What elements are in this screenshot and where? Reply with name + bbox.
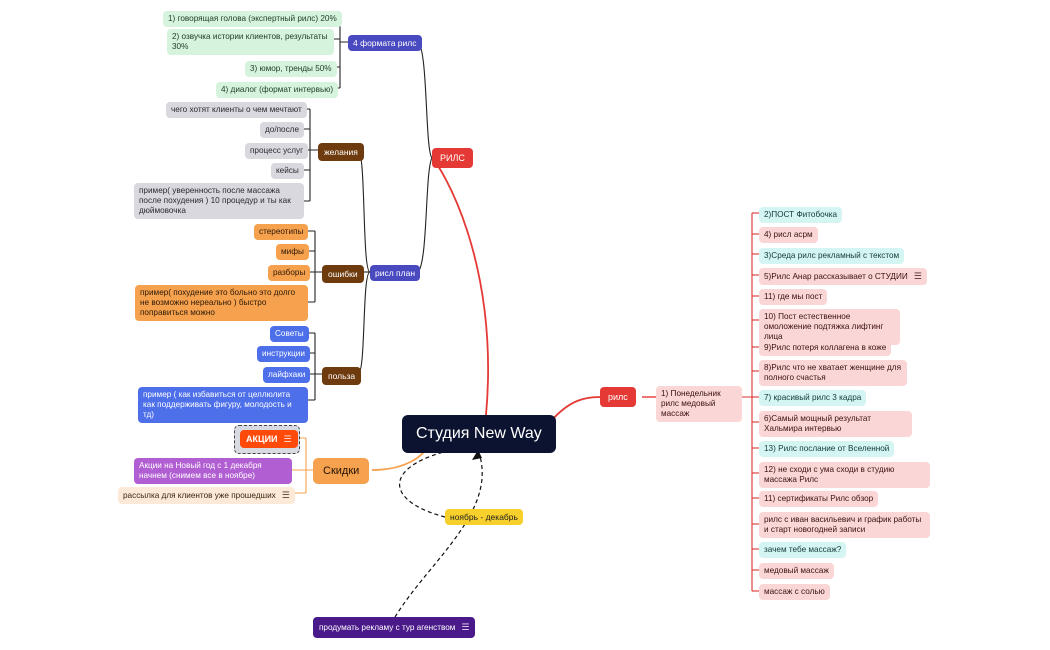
rils-item[interactable]: 2)ПОСТ Фитобочка [759,207,843,223]
rils-item[interactable]: 13) Рилс послание от Вселенной [759,441,895,457]
errors-topic[interactable]: ошибки [322,265,364,283]
rils-item[interactable]: 4) рисл асрм [759,227,818,243]
error-item[interactable]: разборы [268,265,311,281]
notes-icon[interactable]: ☰ [461,622,470,632]
newyear-item[interactable]: Акции на Новый год с 1 декабря начнем (с… [134,458,292,484]
error-example[interactable]: пример( похудение это больно это долго н… [135,285,308,321]
rils-item[interactable]: 6)Самый мощный результат Хальмира интерв… [759,411,912,437]
rils-item[interactable]: 5)Рилс Анар рассказывает о СТУДИИ ☰ [759,268,927,285]
november-topic[interactable]: ноябрь - декабрь [445,509,523,525]
benefit-item[interactable]: лайфхаки [263,367,311,383]
rils-item[interactable]: 10) Пост естественное омоложение подтяжк… [759,309,900,345]
formats-topic[interactable]: 4 формата рилс [348,35,422,51]
error-item[interactable]: стереотипы [254,224,309,240]
notes-icon[interactable]: ☰ [913,271,922,281]
rils-item[interactable]: зачем тебе массаж? [759,542,847,558]
benefit-topic[interactable]: польза [322,367,362,385]
mailing-item[interactable]: рассылка для клиентов уже прошедших ☰ [118,487,295,504]
rils-item-label: 5)Рилс Анар рассказывает о СТУДИИ [764,272,908,281]
rils-item[interactable]: 7) красивый рилс 3 кадра [759,390,867,406]
wish-item[interactable]: чего хотят клиенты о чем мечтают [166,102,307,118]
plan-topic[interactable]: рисл план [370,265,421,281]
akcii-item[interactable]: АКЦИИ ☰ [240,430,298,448]
rils-item[interactable]: массаж с солью [759,584,830,600]
notes-icon[interactable]: ☰ [283,434,292,444]
akcii-label: АКЦИИ [246,434,278,444]
rils-item[interactable]: 3)Среда рилс рекламный с текстом [759,248,905,264]
error-item[interactable]: мифы [276,244,309,260]
notes-icon[interactable]: ☰ [281,490,290,500]
mailing-label: рассылка для клиентов уже прошедших [123,491,276,500]
rils-item[interactable]: 11) где мы пост [759,289,828,305]
central-topic[interactable]: Студия New Way [402,415,556,453]
wish-item[interactable]: до/после [260,122,305,138]
rils-item[interactable]: 8)Рилс что не хватает женщине для полног… [759,360,907,386]
format-item[interactable]: 2) озвучка истории клиентов, результаты … [167,29,334,55]
rils-item[interactable]: 11) сертификаты Рилс обзор [759,491,879,507]
format-item[interactable]: 4) диалог (формат интервью) [216,82,339,98]
monday-topic[interactable]: 1) Понедельник рилс медовый массаж [656,386,742,422]
wish-item[interactable]: процесс услуг [245,143,309,159]
benefit-item[interactable]: Советы [270,326,309,342]
wishes-topic[interactable]: желания [318,143,364,161]
rils-item[interactable]: медовый массаж [759,563,834,579]
rils-main-topic[interactable]: РИЛС [432,148,473,168]
wish-example[interactable]: пример( уверенность после массажа после … [134,183,304,219]
benefit-item[interactable]: инструкции [257,346,310,362]
rils-item[interactable]: 12) не сходи с ума сходи в студию массаж… [759,462,930,488]
benefit-example[interactable]: пример ( как избавиться от целлюлита как… [138,387,308,423]
rils-right-topic[interactable]: рилс [600,387,636,407]
discounts-topic[interactable]: Скидки [313,458,370,484]
agency-topic[interactable]: продумать рекламу с тур агенством ☰ [313,617,476,638]
rils-item[interactable]: рилс с иван васильевич и график работы и… [759,512,930,538]
wish-item[interactable]: кейсы [271,163,304,179]
agency-label: продумать рекламу с тур агенством [319,623,456,632]
format-item[interactable]: 1) говорящая голова (экспертный рилс) 20… [163,11,342,27]
format-item[interactable]: 3) юмор, тренды 50% [245,61,337,77]
rils-item[interactable]: 9)Рилс потеря коллагена в коже [759,340,892,356]
